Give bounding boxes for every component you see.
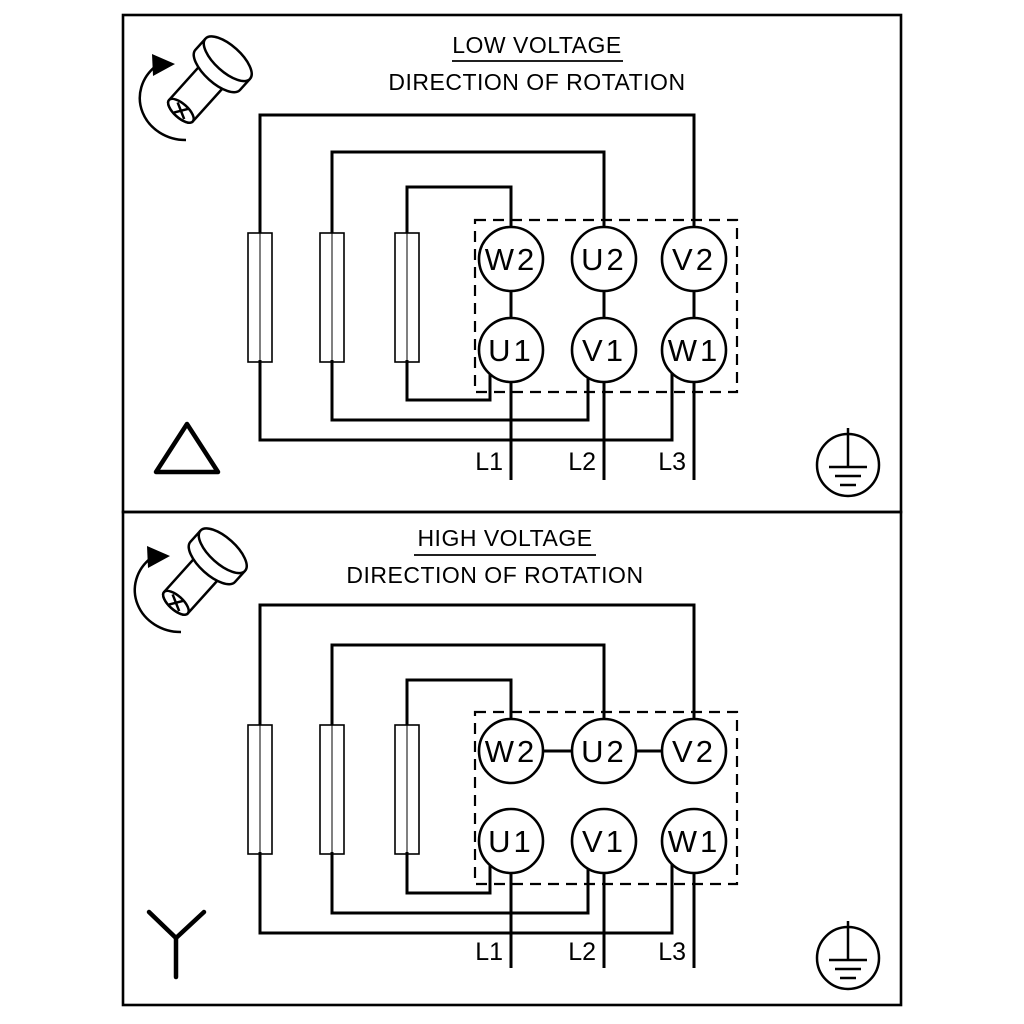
coil2-bottom-wire [330,360,590,422]
coil2-bottom-wire [330,852,590,915]
terminal-label-W1: W1 [668,824,721,859]
phase-wire-coil3-to-W2 [405,678,513,725]
low-voltage-title: LOW VOLTAGE [452,32,622,58]
terminals-high: W2 U2 V2 U1 V1 W1 [477,717,728,875]
rotation-arrow-icon [133,546,182,634]
earth-ground-icon [815,426,881,498]
terminal-V1 [570,807,638,875]
terminal-board-outline [473,710,739,886]
earth-ground-icon [815,919,881,991]
terminal-label-W2: W2 [485,734,538,769]
high-voltage-panel-border [121,510,903,1007]
terminal-U1 [477,807,545,875]
terminal-W2 [477,225,545,293]
supply-label-L1: L1 [475,938,503,966]
phase-wire-coil2-to-U2 [330,643,606,725]
terminal-label-V1: V1 [582,824,626,859]
terminal-W1 [660,316,728,384]
terminal-label-W1: W1 [668,333,721,368]
phase-wire-coil1-to-V2 [258,113,696,233]
terminal-U2 [570,717,638,785]
terminal-label-U1: U1 [488,333,534,368]
terminal-W1 [660,807,728,875]
phase-wire-coil1-to-V2 [258,603,696,725]
low-voltage-panel: LOW VOLTAGE DIRECTION OF ROTATION [121,13,903,514]
coil1-bottom-wire [258,360,674,442]
delta-connection-icon [153,421,221,475]
phase-wire-coil3-to-W2 [405,185,513,233]
supply-label-L2: L2 [568,448,596,476]
supply-label-L2: L2 [568,938,596,966]
high-voltage-title: HIGH VOLTAGE [417,525,592,551]
terminal-label-V2: V2 [672,734,716,769]
coil1-bottom-wire [258,852,674,935]
supply-label-L3: L3 [658,938,686,966]
terminal-label-V2: V2 [672,242,716,277]
terminal-U1 [477,316,545,384]
high-voltage-wiring [258,603,696,968]
terminal-W2 [477,717,545,785]
terminal-V2 [660,225,728,293]
terminal-label-U2: U2 [581,734,627,769]
stator-windings-low [247,232,420,363]
terminal-U2 [570,225,638,293]
star-connection-icon [146,909,207,980]
terminal-V1 [570,316,638,384]
motor-shaft-icon [152,27,260,138]
supply-label-L3: L3 [658,448,686,476]
phase-wire-coil2-to-U2 [330,150,606,233]
supply-label-L1: L1 [475,448,503,476]
low-voltage-rotation-label: DIRECTION OF ROTATION [388,69,685,95]
rotation-arrow-icon [138,54,187,142]
terminal-label-U2: U2 [581,242,627,277]
terminal-label-W2: W2 [485,242,538,277]
high-voltage-rotation-label: DIRECTION OF ROTATION [346,562,643,588]
coil3-bottom-wire [405,852,492,895]
coil3-bottom-wire [405,360,492,402]
terminal-label-U1: U1 [488,824,534,859]
terminal-board-outline [473,218,739,394]
stator-windings-high [247,724,420,855]
high-voltage-panel: HIGH VOLTAGE DIRECTION OF ROTATION [121,510,903,1007]
terminal-label-V1: V1 [582,333,626,368]
motor-shaft-icon [147,519,255,630]
low-voltage-wiring [258,113,696,480]
terminal-V2 [660,717,728,785]
terminals-low: W2 U2 V2 U1 V1 W1 [477,225,728,384]
